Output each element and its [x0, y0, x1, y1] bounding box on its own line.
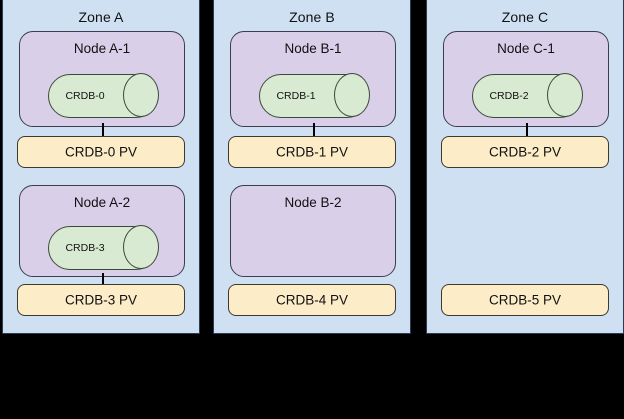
- cylinder-cap-icon: [123, 73, 159, 117]
- pv-crdb-4-label: CRDB-4 PV: [275, 292, 348, 308]
- zone-a[interactable]: Zone A Node A-1 CRDB-0 CRDB-0 PV Node A-…: [2, 0, 200, 334]
- connector-crdb-3: [102, 273, 104, 287]
- connector-crdb-1: [313, 123, 315, 137]
- database-crdb-3[interactable]: CRDB-3: [48, 225, 159, 270]
- cylinder-cap-icon: [334, 73, 370, 117]
- node-a-2[interactable]: Node A-2 CRDB-3: [19, 185, 185, 277]
- pv-crdb-1-label: CRDB-1 PV: [275, 144, 348, 160]
- zone-c[interactable]: Zone C Node C-1 CRDB-2 CRDB-2 PV CRDB-5 …: [426, 0, 624, 334]
- node-b-2-title: Node B-2: [284, 195, 342, 210]
- node-a-1-title: Node A-1: [73, 41, 131, 56]
- pv-crdb-2-label: CRDB-2 PV: [488, 144, 561, 160]
- node-b-1[interactable]: Node B-1 CRDB-1: [230, 31, 396, 127]
- zone-b[interactable]: Zone B Node B-1 CRDB-1 CRDB-1 PV Node B-…: [213, 0, 411, 334]
- cylinder-cap-icon: [547, 73, 583, 117]
- database-crdb-1-label: CRDB-1: [276, 90, 316, 102]
- node-a-2-title: Node A-2: [73, 195, 131, 210]
- cylinder-cap-icon: [123, 225, 159, 269]
- pv-crdb-4[interactable]: CRDB-4 PV: [228, 284, 396, 316]
- database-crdb-1[interactable]: CRDB-1: [259, 73, 370, 118]
- database-crdb-2-label: CRDB-2: [489, 90, 529, 102]
- node-a-1[interactable]: Node A-1 CRDB-0: [19, 31, 185, 127]
- zone-c-title: Zone C: [501, 9, 549, 25]
- zone-b-title: Zone B: [289, 9, 335, 25]
- pv-crdb-0[interactable]: CRDB-0 PV: [17, 136, 185, 168]
- database-crdb-0-label: CRDB-0: [65, 90, 105, 102]
- pv-crdb-5[interactable]: CRDB-5 PV: [441, 284, 609, 316]
- pv-crdb-0-label: CRDB-0 PV: [64, 144, 137, 160]
- node-b-2[interactable]: Node B-2: [230, 185, 396, 277]
- database-crdb-2[interactable]: CRDB-2: [472, 73, 583, 118]
- connector-crdb-0: [102, 123, 104, 137]
- pv-crdb-2[interactable]: CRDB-2 PV: [441, 136, 609, 168]
- database-crdb-0[interactable]: CRDB-0: [48, 73, 159, 118]
- node-b-1-title: Node B-1: [284, 41, 342, 56]
- pv-crdb-3[interactable]: CRDB-3 PV: [17, 284, 185, 316]
- node-c-1-title: Node C-1: [497, 41, 555, 56]
- database-crdb-3-label: CRDB-3: [65, 242, 105, 254]
- connector-crdb-2: [526, 123, 528, 137]
- pv-crdb-3-label: CRDB-3 PV: [64, 292, 137, 308]
- pv-crdb-5-label: CRDB-5 PV: [488, 292, 561, 308]
- zone-a-title: Zone A: [78, 9, 124, 25]
- node-c-1[interactable]: Node C-1 CRDB-2: [443, 31, 609, 127]
- pv-crdb-1[interactable]: CRDB-1 PV: [228, 136, 396, 168]
